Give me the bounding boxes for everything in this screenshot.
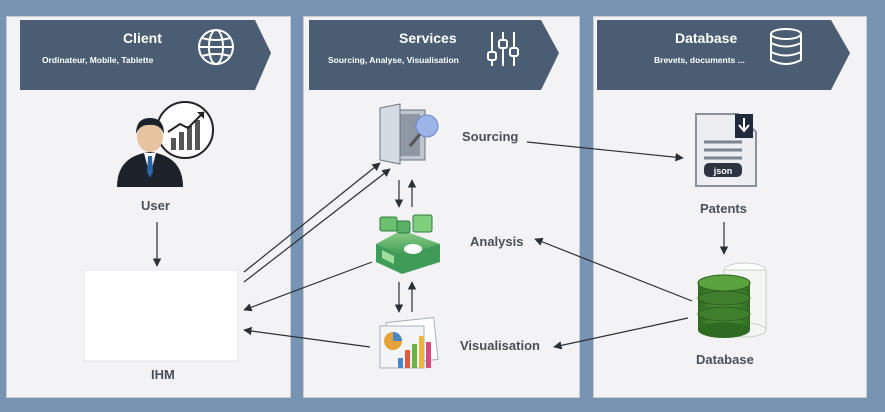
database-icon xyxy=(770,28,802,65)
arrow-database-to-visualisation xyxy=(553,317,689,350)
sourcing-label: Sourcing xyxy=(462,129,519,144)
arrow-analysis-to-ihm xyxy=(243,261,373,312)
database-subtitle: Brevets, documents ... xyxy=(654,55,745,65)
user-icon xyxy=(117,101,214,187)
ihm-label: IHM xyxy=(151,367,175,382)
services-title: Services xyxy=(399,30,457,46)
analysis-icon xyxy=(376,214,440,274)
user-label: User xyxy=(141,198,170,213)
analysis-label: Analysis xyxy=(470,234,524,249)
arrow-visualisation-to-ihm xyxy=(243,326,371,348)
globe-icon xyxy=(198,29,234,65)
ihm-box xyxy=(83,269,239,362)
client-subtitle: Ordinateur, Mobile, Tablette xyxy=(42,55,154,65)
arrow-database-to-analysis xyxy=(534,237,693,302)
arrow-sourcing-to-patents xyxy=(526,141,684,162)
database-title: Database xyxy=(675,30,738,46)
sourcing-icon xyxy=(379,103,439,165)
arrow-ihm-to-sourcing-1 xyxy=(243,162,381,273)
arrow-ihm-to-sourcing-2 xyxy=(243,168,391,283)
client-header-banner xyxy=(20,20,271,90)
flow-arrows xyxy=(152,141,729,350)
visualisation-label: Visualisation xyxy=(460,338,540,353)
database-label: Database xyxy=(696,352,754,367)
visualisation-icon xyxy=(379,317,439,369)
patents-label: Patents xyxy=(700,201,747,216)
database-header-banner xyxy=(597,20,850,90)
svg-text:json: json xyxy=(713,166,733,176)
json-document-icon: json xyxy=(695,113,757,187)
sliders-icon xyxy=(487,32,519,66)
client-title: Client xyxy=(123,30,162,46)
services-subtitle: Sourcing, Analyse, Visualisation xyxy=(328,55,459,65)
services-header-banner xyxy=(309,20,559,90)
database-cylinder-icon xyxy=(697,262,767,338)
